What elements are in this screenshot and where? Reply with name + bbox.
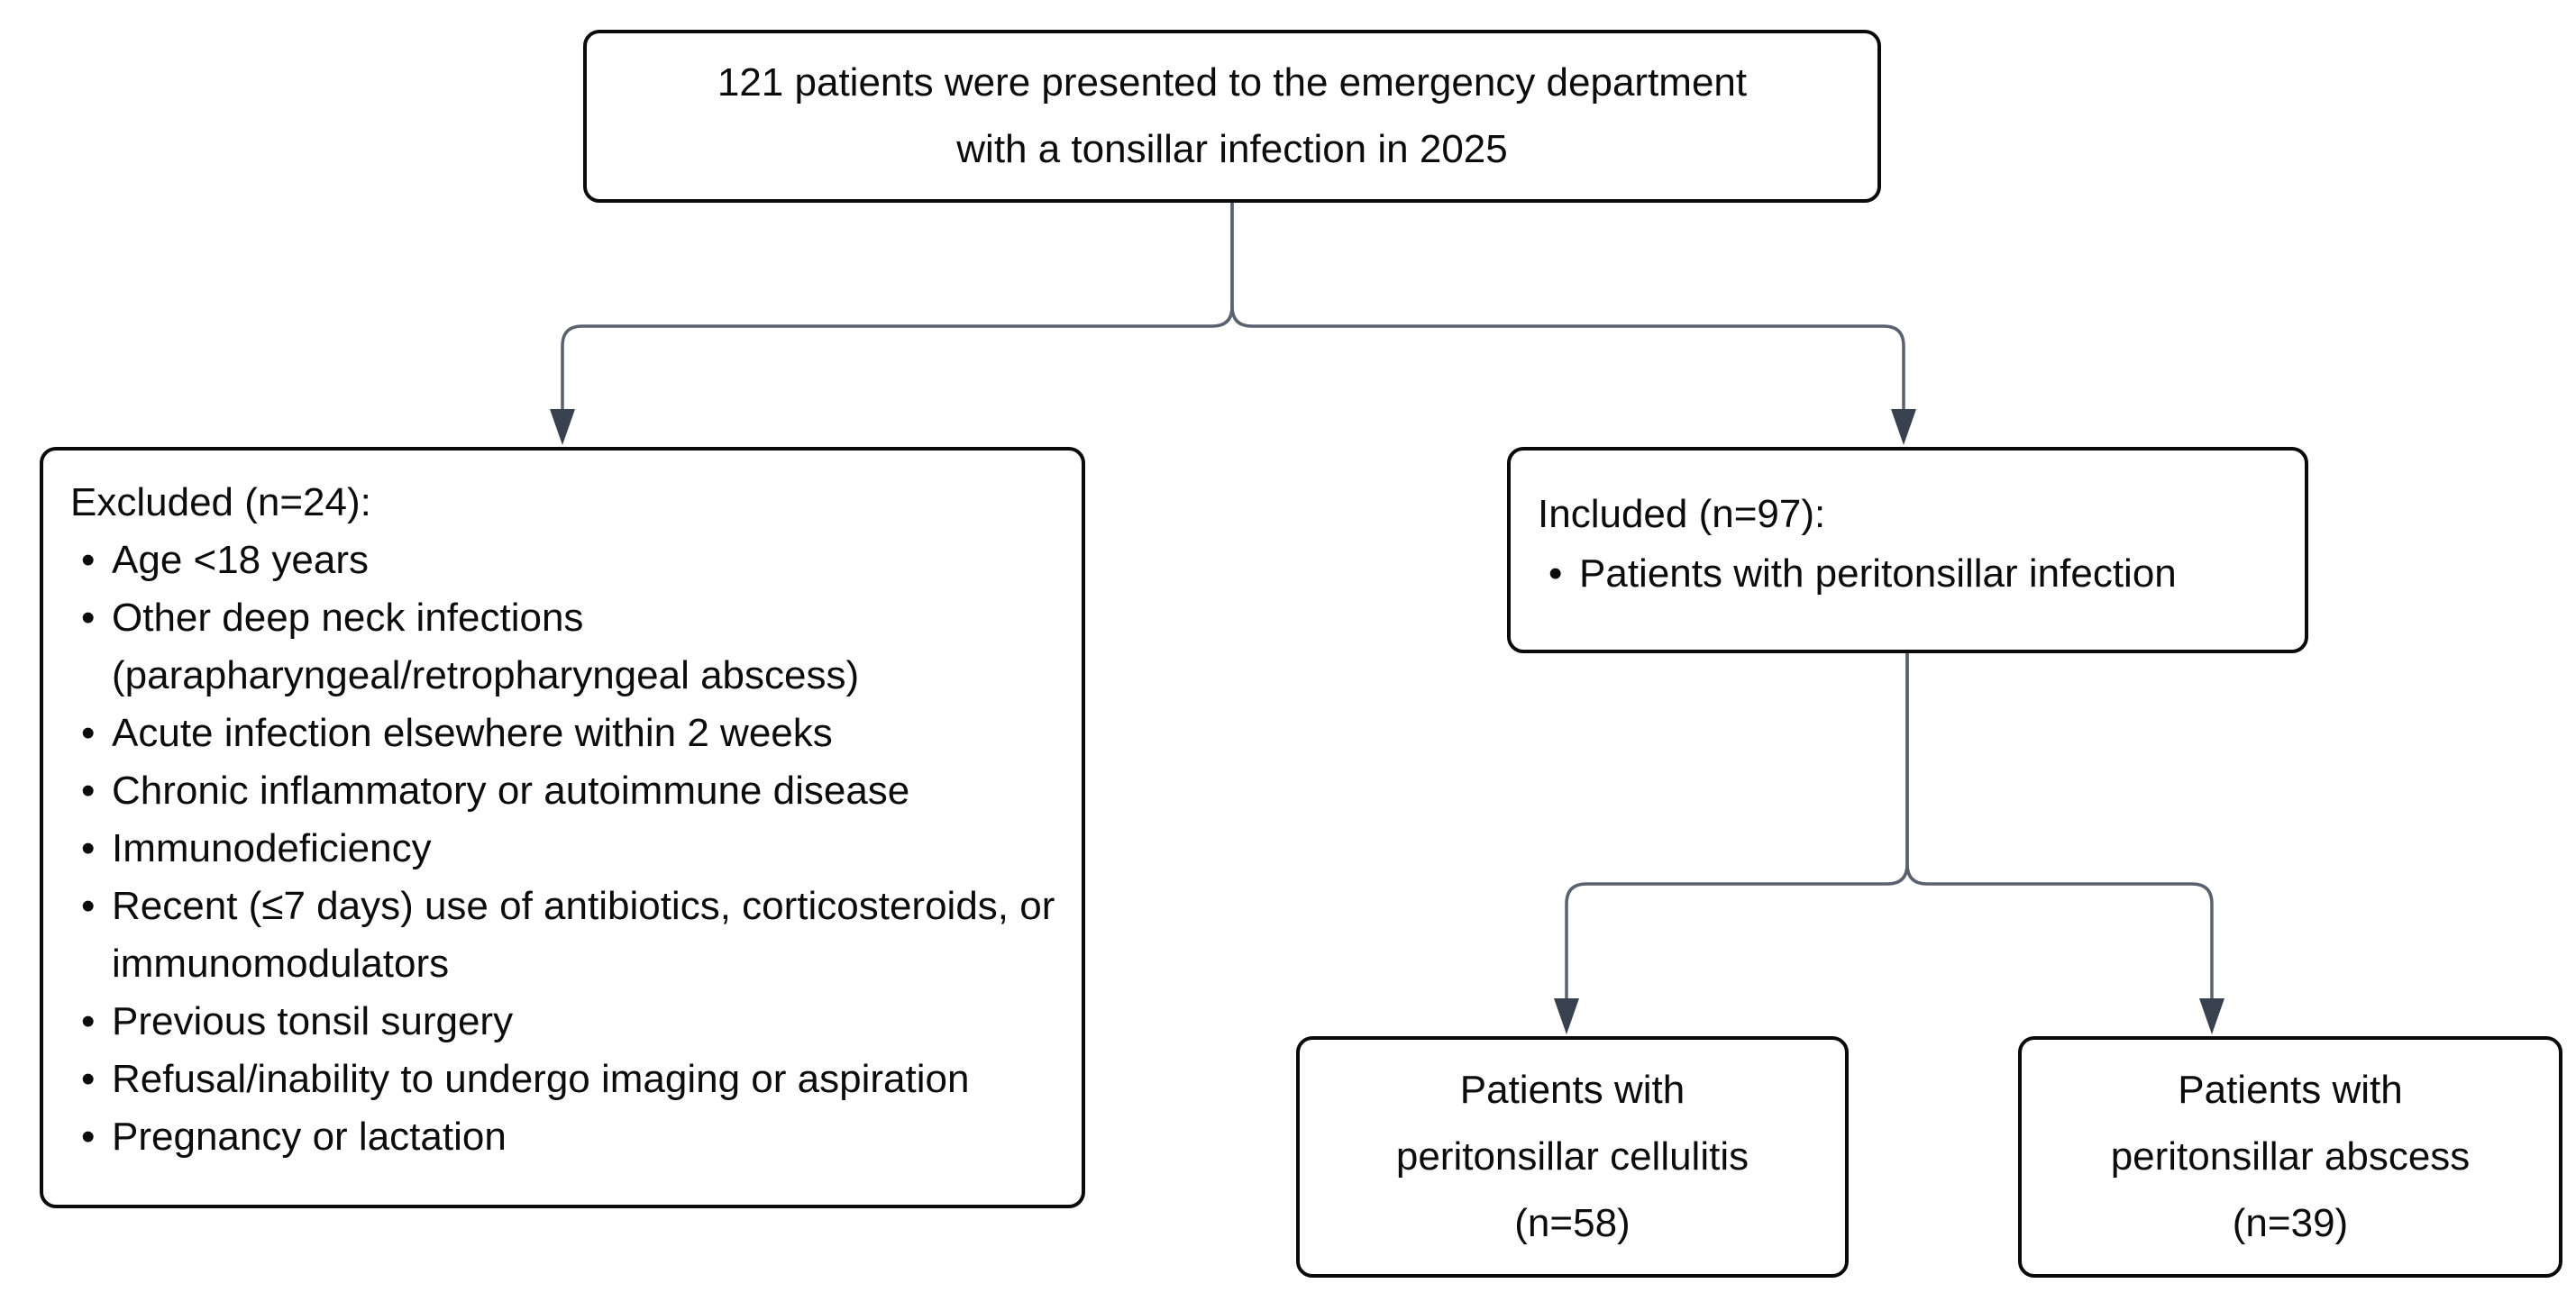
node-text-line: peritonsillar cellulitis bbox=[1395, 1134, 1749, 1179]
connector-top-to-excluded bbox=[561, 201, 1234, 413]
included-criteria-list: Patients with peritonsillar infection bbox=[1538, 544, 2297, 604]
list-item: Chronic inflammatory or autoimmune disea… bbox=[70, 762, 1062, 820]
node-included: Included (n=97): Patients with peritonsi… bbox=[1507, 447, 2308, 653]
list-item: Recent (≤7 days) use of antibiotics, cor… bbox=[70, 878, 1062, 993]
node-text-line: (n=58) bbox=[1514, 1201, 1631, 1245]
node-text-line: Patients with bbox=[1459, 1068, 1685, 1112]
excluded-heading: Excluded (n=24): bbox=[70, 480, 371, 524]
node-peritonsillar-abscess: Patients with peritonsillar abscess (n=3… bbox=[2018, 1036, 2562, 1278]
list-item: Previous tonsil surgery bbox=[70, 993, 1062, 1051]
list-item: Refusal/inability to undergo imaging or … bbox=[70, 1051, 1062, 1108]
arrow-down-icon bbox=[1891, 409, 1916, 445]
node-text-line: (n=39) bbox=[2232, 1201, 2349, 1245]
excluded-criteria-list: Age <18 years Other deep neck infections… bbox=[70, 532, 1062, 1166]
node-peritonsillar-cellulitis: Patients with peritonsillar cellulitis (… bbox=[1296, 1036, 1849, 1278]
node-excluded: Excluded (n=24): Age <18 years Other dee… bbox=[40, 447, 1085, 1208]
arrow-down-icon bbox=[550, 409, 575, 445]
arrow-down-icon bbox=[2199, 998, 2224, 1034]
list-item: Age <18 years bbox=[70, 532, 1062, 589]
list-item: Patients with peritonsillar infection bbox=[1538, 544, 2297, 604]
list-item: Other deep neck infections (parapharynge… bbox=[70, 589, 1062, 705]
list-item: Acute infection elsewhere within 2 weeks bbox=[70, 705, 1062, 762]
node-text-line: with a tonsillar infection in 2025 bbox=[956, 127, 1508, 171]
included-heading: Included (n=97): bbox=[1538, 492, 1826, 536]
node-text-line: Patients with bbox=[2178, 1068, 2403, 1112]
list-item: Immunodeficiency bbox=[70, 820, 1062, 878]
list-item: Pregnancy or lactation bbox=[70, 1108, 1062, 1166]
connector-included-to-cellulitis bbox=[1565, 651, 1909, 1002]
connector-included-to-abscess bbox=[1905, 651, 2214, 1002]
arrow-down-icon bbox=[1554, 998, 1579, 1034]
node-text-line: peritonsillar abscess bbox=[2110, 1134, 2471, 1179]
connector-top-to-included bbox=[1230, 201, 1905, 413]
node-text-line: 121 patients were presented to the emerg… bbox=[717, 60, 1748, 105]
node-total-patients: 121 patients were presented to the emerg… bbox=[583, 30, 1881, 203]
